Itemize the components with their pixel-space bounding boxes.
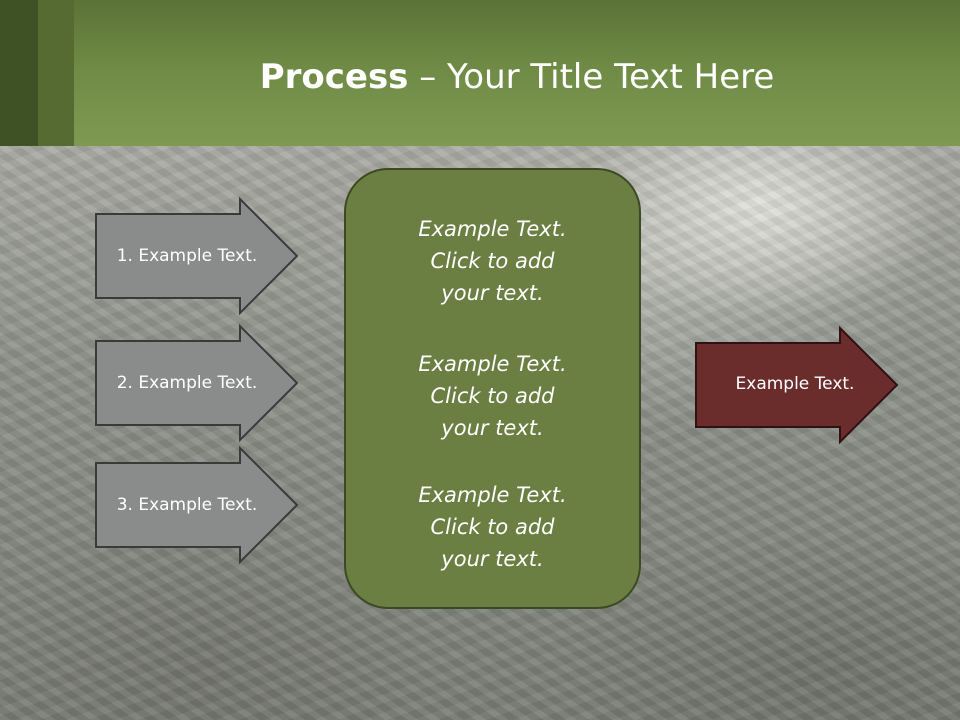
center-text-line: your text. <box>441 547 544 571</box>
input-arrow-1-label: 1. Example Text. <box>116 246 258 266</box>
center-text-line: your text. <box>441 416 544 440</box>
center-text-line: Example Text. <box>418 217 567 241</box>
center-paragraph: Example Text. Click to add your text. <box>346 479 639 575</box>
slide-header: Process – Your Title Text Here <box>0 0 960 146</box>
input-arrow-3[interactable] <box>95 445 299 565</box>
header-accent-stripe <box>38 0 74 146</box>
title-bold: Process <box>259 57 409 97</box>
center-text-line: your text. <box>441 281 544 305</box>
center-paragraph: Example Text. Click to add your text. <box>346 213 639 309</box>
output-arrow-label: Example Text. <box>735 374 855 394</box>
slide-title[interactable]: Process – Your Title Text Here <box>74 52 960 102</box>
center-text-line: Click to add <box>430 515 555 539</box>
input-arrow-1[interactable] <box>95 196 299 316</box>
title-rest: – Your Title Text Here <box>408 57 775 97</box>
center-text-box[interactable]: Example Text. Click to add your text. Ex… <box>344 168 641 609</box>
input-arrow-3-label: 3. Example Text. <box>116 495 258 515</box>
center-paragraph: Example Text. Click to add your text. <box>346 348 639 444</box>
header-accent-stripe <box>0 0 38 146</box>
input-arrow-2[interactable] <box>95 323 299 443</box>
center-text-line: Click to add <box>430 384 555 408</box>
center-text-line: Example Text. <box>418 352 567 376</box>
center-text-line: Click to add <box>430 249 555 273</box>
output-arrow[interactable] <box>695 325 899 445</box>
input-arrow-2-label: 2. Example Text. <box>116 373 258 393</box>
center-text-line: Example Text. <box>418 483 567 507</box>
